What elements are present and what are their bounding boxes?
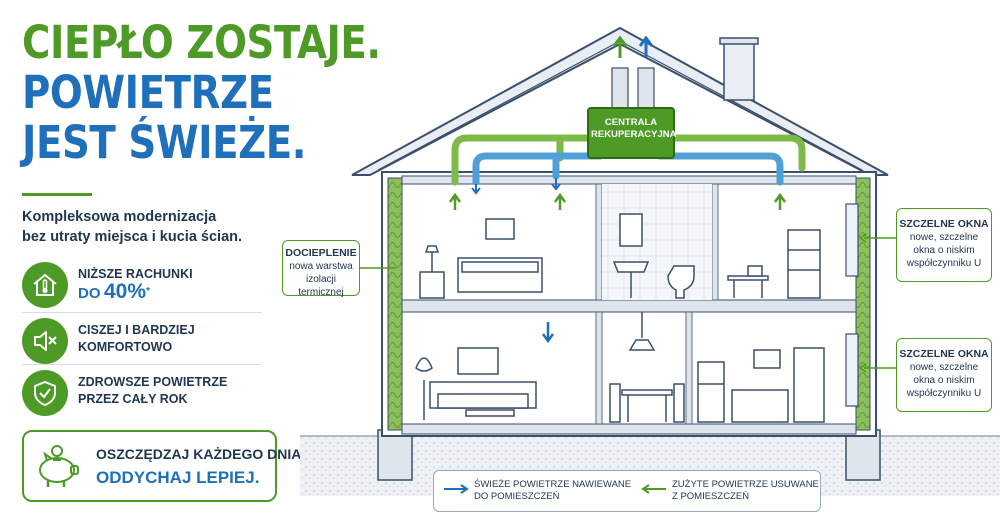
- ceiling-slab: [401, 175, 857, 185]
- floor-slab-ground: [401, 423, 857, 435]
- air-arrow-down: [471, 184, 481, 195]
- living-room-furniture: [415, 347, 537, 420]
- legend-fresh-line-2: DO POMIESZCZEŃ: [474, 491, 560, 502]
- fresh-air-arrow-icon: [444, 484, 469, 494]
- central-unit-label: CENTRALA REKUPERACYJNA: [591, 117, 677, 141]
- headline-line-2: POWIETRZE: [22, 66, 274, 119]
- windows-lower-line-1: nowe, szczelne: [909, 362, 979, 373]
- insulation-title: DOCIEPLENIE: [285, 247, 357, 259]
- windows-lower-line-2: okna o niskim: [913, 375, 975, 386]
- central-unit-line-1: CENTRALA: [604, 117, 658, 128]
- exhaust-arrow-up: [612, 35, 628, 58]
- benefit-1-footnote: *: [146, 286, 150, 297]
- floor-slab-upper: [401, 299, 857, 313]
- benefit-healthier-air: ZDROWSZE POWIETRZE PRZEZ CAŁY ROK: [22, 370, 272, 418]
- thermometer-house-icon: [22, 262, 68, 308]
- headline: CIEPŁO ZOSTAJE. POWIETRZE JEST ŚWIEŻE.: [22, 18, 439, 168]
- headline-line-3: JEST ŚWIEŻE.: [22, 116, 307, 169]
- windows-upper-callout: SZCZELNE OKNA nowe, szczelne okna o nisk…: [896, 208, 992, 282]
- air-arrow-up: [553, 192, 567, 210]
- window-lower-pointer: [858, 363, 867, 373]
- window-upper: [845, 203, 859, 277]
- used-air-arrow-icon: [641, 484, 666, 494]
- benefit-divider: [22, 364, 262, 365]
- chimney-cap: [719, 37, 759, 45]
- chimney: [723, 41, 755, 101]
- airflow-legend: ŚWIEŻE POWIETRZE NAWIEWANE DO POMIESZCZE…: [433, 470, 821, 512]
- speaker-mute-icon: [22, 318, 68, 364]
- bathroom-tiles: [602, 184, 712, 300]
- windows-upper-title: SZCZELNE OKNA: [899, 218, 989, 230]
- air-arrow-up: [448, 192, 462, 210]
- study-furniture: [727, 229, 821, 299]
- legend-used-air: ZUŻYTE POWIETRZE USUWANE Z POMIESZCZEŃ: [672, 479, 819, 503]
- legend-fresh-line-1: ŚWIEŻE POWIETRZE NAWIEWANE: [474, 479, 632, 490]
- legend-used-line-2: Z POMIESZCZEŃ: [672, 491, 750, 502]
- benefit-1-label: NIŻSZE RACHUNKI: [78, 267, 193, 281]
- duct-exhaust: [451, 68, 806, 186]
- dining-furniture: [609, 312, 685, 423]
- roof-pipe-green: [611, 67, 629, 113]
- savings-box: OSZCZĘDZAJ KAŻDEGO DNIA. ODDYCHAJ LEPIEJ…: [22, 430, 305, 502]
- benefit-1-value: DO 40%*: [78, 280, 193, 303]
- bathroom-furniture: [612, 213, 695, 299]
- foundation-right: [845, 429, 881, 481]
- bedroom-furniture: [419, 218, 543, 299]
- air-arrow-up: [773, 192, 787, 210]
- savings-line-2: ODDYCHAJ LEPIEJ.: [96, 468, 260, 487]
- air-arrow-down: [541, 322, 555, 344]
- wall-lower-2: [685, 311, 693, 425]
- benefit-3-line-2: PRZEZ CAŁY ROK: [78, 392, 188, 406]
- wall-upper-2: [711, 183, 719, 301]
- central-unit: [587, 107, 675, 159]
- wall-upper-1: [595, 183, 603, 301]
- legend-fresh-air: ŚWIEŻE POWIETRZE NAWIEWANE DO POMIESZCZE…: [474, 479, 631, 503]
- foundation-left: [377, 429, 413, 481]
- intro-line-2: bez utraty miejsca i kucia ścian.: [22, 229, 243, 245]
- windows-lower-callout: SZCZELNE OKNA nowe, szczelne okna o nisk…: [896, 338, 992, 412]
- intro-line-1: Kompleksowa modernizacja: [22, 209, 217, 225]
- wall-lower-1: [595, 311, 603, 425]
- roof-pipe-blue: [637, 67, 655, 113]
- insulation-line-1: nowa warstwa: [289, 261, 353, 272]
- benefit-quieter: CISZEJ I BARDZIEJ KOMFORTOWO: [22, 318, 272, 366]
- windows-upper-line-3: współczynniku U: [906, 258, 982, 269]
- headline-line-1: CIEPŁO ZOSTAJE.: [22, 16, 381, 69]
- benefit-divider: [22, 312, 262, 313]
- windows-upper-line-1: nowe, szczelne: [909, 232, 979, 243]
- duct-supply: [472, 68, 784, 186]
- benefit-1-prefix: DO: [78, 285, 101, 302]
- benefit-3-line-1: ZDROWSZE POWIETRZE: [78, 375, 228, 389]
- window-lower: [845, 333, 859, 407]
- windows-lower-line-3: współczynniku U: [906, 388, 982, 399]
- air-arrow-down: [551, 178, 561, 191]
- intake-arrow-up: [638, 35, 654, 58]
- central-unit-line-2: REKUPERACYJNA: [591, 129, 677, 140]
- insulation-line-2: izolacji termicznej: [298, 274, 344, 298]
- shield-check-icon: [22, 370, 68, 416]
- insulation-left: [387, 177, 403, 431]
- benefit-2-line-1: CISZEJ I BARDZIEJ: [78, 323, 195, 337]
- legend-used-line-1: ZUŻYTE POWIETRZE USUWANE: [672, 479, 819, 490]
- window-upper-pointer: [858, 233, 867, 243]
- savings-line-1: OSZCZĘDZAJ KAŻDEGO DNIA.: [96, 446, 306, 462]
- kitchen-furniture: [697, 347, 825, 423]
- piggy-bank-icon: [39, 445, 79, 487]
- insulation-callout: DOCIEPLENIE nowa warstwa izolacji termic…: [282, 240, 360, 298]
- intro-text: Kompleksowa modernizacja bez utraty miej…: [22, 207, 242, 247]
- headline-divider: [22, 193, 92, 196]
- benefit-1-percent: 40%: [103, 280, 147, 303]
- benefit-2-line-2: KOMFORTOWO: [78, 340, 173, 354]
- windows-lower-title: SZCZELNE OKNA: [899, 348, 989, 360]
- windows-upper-line-2: okna o niskim: [913, 245, 975, 256]
- benefit-lower-bills: NIŻSZE RACHUNKI DO 40%*: [22, 262, 272, 310]
